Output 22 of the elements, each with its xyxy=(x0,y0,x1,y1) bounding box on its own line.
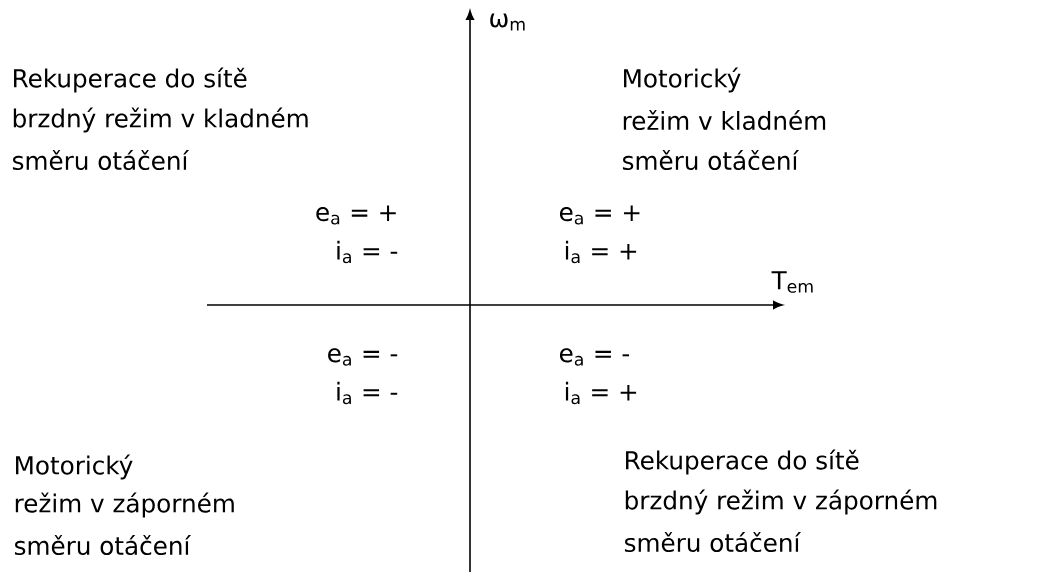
quadrant-label: Motorický xyxy=(624,67,741,93)
equation-label: i$_{a}$ = + xyxy=(565,381,637,405)
equation-label: i$_{a}$ = - xyxy=(337,240,398,264)
equation-label: e$_{a}$ = + xyxy=(559,205,640,225)
quadrant-label: Motorický xyxy=(16,454,133,480)
equation-label: i$_{a}$ = + xyxy=(565,240,637,264)
quadrant-label: režim v záporném xyxy=(15,492,234,518)
axis-label: ω$_{m}$ xyxy=(490,13,525,31)
equation-label: e$_{a}$ = + xyxy=(316,205,396,225)
quadrant-label: směru otáčení xyxy=(622,149,799,171)
equation-label: i$_{a}$ = - xyxy=(337,381,398,405)
equation-label: e$_{a}$ = - xyxy=(559,348,630,366)
quadrant-label: režim v kladném xyxy=(623,109,826,131)
axis-label: T$_{em}$ xyxy=(771,271,813,293)
quadrant-label: Rekuperace do sítě xyxy=(626,449,859,475)
equation-label: e$_{a}$ = - xyxy=(328,348,398,366)
quadrant-label: brzdný režim v záporném xyxy=(625,489,937,515)
quadrant-label: směru otáčení xyxy=(14,534,191,556)
quadrant-label: Rekuperace do sítě xyxy=(14,67,247,93)
quadrant-label: směru otáčení xyxy=(12,149,189,171)
quadrant-label: brzdný režim v kladném xyxy=(13,107,308,133)
quadrant-label: směru otáčení xyxy=(624,531,801,553)
